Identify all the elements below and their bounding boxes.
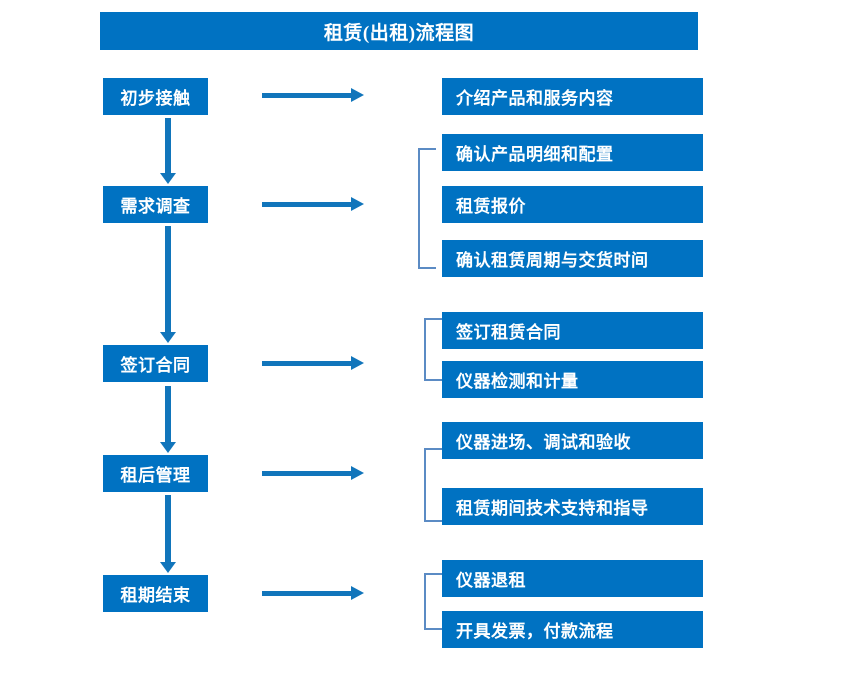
down-arrow-icon-4	[160, 495, 176, 573]
stage-box-5[interactable]: 租期结束	[103, 575, 208, 612]
group-bracket-icon-4	[424, 448, 442, 522]
group-bracket-icon-5	[424, 573, 442, 630]
detail-box-6[interactable]: 仪器检测和计量	[442, 361, 703, 398]
detail-box-1[interactable]: 介绍产品和服务内容	[442, 78, 703, 115]
detail-box-8-label: 租赁期间技术支持和指导	[456, 499, 649, 518]
stage-box-1[interactable]: 初步接触	[103, 78, 208, 115]
down-arrow-icon-3	[160, 386, 176, 453]
detail-box-10[interactable]: 开具发票，付款流程	[442, 611, 703, 648]
detail-box-5[interactable]: 签订租赁合同	[442, 312, 703, 349]
stage-box-4[interactable]: 租后管理	[103, 455, 208, 492]
group-bracket-icon-2	[418, 148, 436, 269]
detail-box-1-label: 介绍产品和服务内容	[456, 89, 614, 108]
detail-box-2[interactable]: 确认产品明细和配置	[442, 134, 703, 171]
group-bracket-icon-3	[424, 318, 442, 381]
detail-box-8[interactable]: 租赁期间技术支持和指导	[442, 488, 703, 525]
detail-box-3[interactable]: 租赁报价	[442, 186, 703, 223]
stage-box-2-label: 需求调查	[120, 197, 191, 216]
detail-box-9-label: 仪器退租	[456, 571, 526, 590]
detail-box-3-label: 租赁报价	[456, 197, 526, 216]
detail-box-7[interactable]: 仪器进场、调试和验收	[442, 422, 703, 459]
detail-box-2-label: 确认产品明细和配置	[456, 145, 614, 164]
stage-box-5-label: 租期结束	[120, 586, 191, 605]
stage-box-4-label: 租后管理	[120, 466, 191, 485]
detail-box-10-label: 开具发票，付款流程	[456, 622, 614, 641]
stage-box-3-label: 签订合同	[120, 356, 191, 375]
detail-box-7-label: 仪器进场、调试和验收	[456, 433, 631, 452]
right-arrow-icon-4	[262, 466, 364, 480]
detail-box-6-label: 仪器检测和计量	[456, 372, 579, 391]
down-arrow-icon-2	[160, 226, 176, 343]
right-arrow-icon-1	[262, 88, 364, 102]
down-arrow-icon-1	[160, 118, 176, 184]
stage-box-3[interactable]: 签订合同	[103, 345, 208, 382]
detail-box-4-label: 确认租赁周期与交货时间	[456, 251, 649, 270]
detail-box-9[interactable]: 仪器退租	[442, 560, 703, 597]
page-title: 租赁(出租)流程图	[100, 12, 698, 50]
stage-box-2[interactable]: 需求调查	[103, 186, 208, 223]
detail-box-5-label: 签订租赁合同	[456, 323, 561, 342]
detail-box-4[interactable]: 确认租赁周期与交货时间	[442, 240, 703, 277]
stage-box-1-label: 初步接触	[120, 89, 191, 108]
right-arrow-icon-2	[262, 197, 364, 211]
right-arrow-icon-5	[262, 586, 364, 600]
right-arrow-icon-3	[262, 356, 364, 370]
